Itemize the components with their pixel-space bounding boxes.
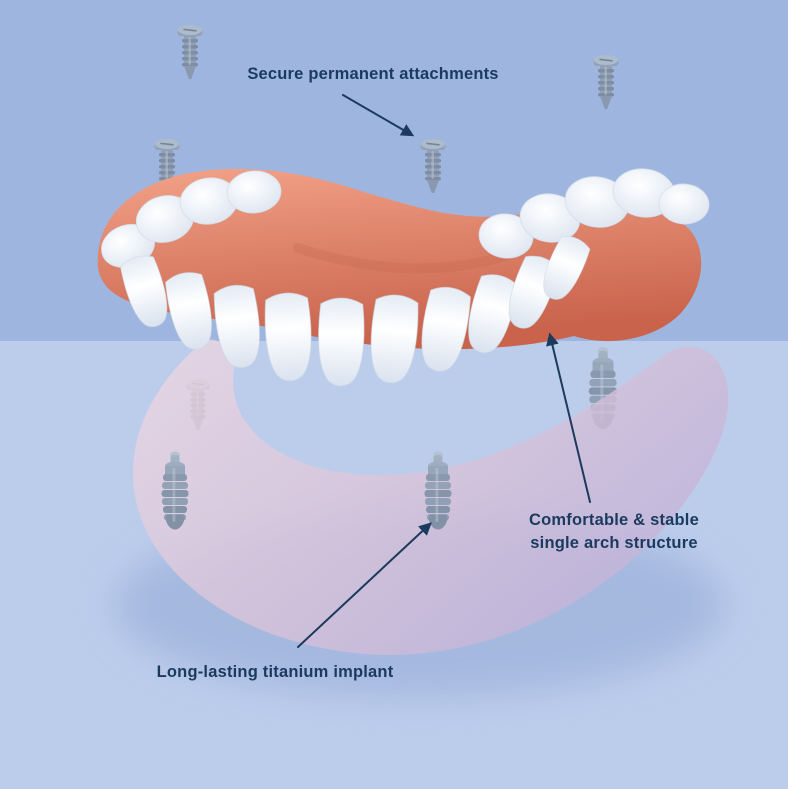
molar-teeth-right [478,168,710,259]
annotation-label-implant: Long-lasting titanium implant [156,663,394,681]
denture [97,168,710,387]
annotation-label-attachments: Secure permanent attachments [247,65,499,83]
arrow-to-implant [297,522,432,648]
annotation-label-arch-line1: Comfortable & stable [529,511,699,529]
arrow-to-arch [546,332,591,503]
annotation-label-arch-line2: single arch structure [530,534,698,552]
arrow-to-attachment [342,94,415,137]
gum-ridge-shading [293,243,517,274]
annotation-label-arch: Comfortable & stable single arch structu… [529,509,699,555]
arch-structure [132,339,729,656]
